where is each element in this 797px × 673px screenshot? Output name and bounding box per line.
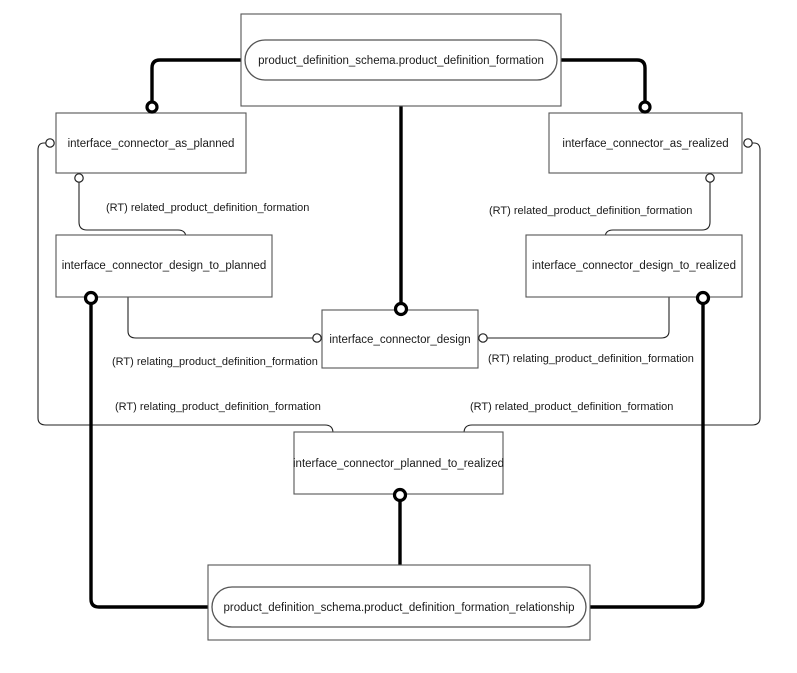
edge-as-realized-to-planned-to-realized bbox=[463, 142, 761, 434]
edge-label-planned-relating-lower: (RT) relating_product_definition_formati… bbox=[115, 401, 321, 413]
node-pd-formation-inner bbox=[244, 39, 558, 81]
edge-label-design-to-planned-relating: (RT) relating_product_definition_formati… bbox=[112, 356, 318, 368]
node-design-to-realized-label: interface_connector_design_to_realized bbox=[532, 260, 736, 272]
circle-planned-to-realized-supertype bbox=[392, 487, 408, 503]
node-pdf-relationship-inner bbox=[211, 586, 587, 628]
edge-design-to-planned-to-pdf-relationship bbox=[89, 303, 208, 609]
node-connector-design-rect bbox=[321, 309, 479, 369]
circle-as-planned-attr bbox=[74, 173, 84, 183]
node-connector-design[interactable]: interface_connector_design bbox=[321, 309, 479, 369]
node-design-to-realized-rect bbox=[525, 234, 743, 298]
circle-as-planned-left-attr bbox=[45, 138, 55, 148]
node-as-planned-label: interface_connector_as_planned bbox=[68, 138, 235, 150]
circle-connector-design-right-attr bbox=[478, 333, 488, 343]
node-as-planned-rect bbox=[55, 112, 247, 174]
edge-label-as-planned-related: (RT) related_product_definition_formatio… bbox=[106, 202, 309, 214]
node-as-planned[interactable]: interface_connector_as_planned bbox=[55, 112, 247, 174]
node-planned-to-realized-label: interface_connector_planned_to_realized bbox=[293, 458, 504, 470]
node-design-to-planned-rect bbox=[55, 234, 273, 298]
node-pdf-relationship-label: product_definition_schema.product_defini… bbox=[224, 602, 575, 614]
circle-as-realized-right-attr bbox=[743, 138, 753, 148]
circle-design-to-realized-supertype bbox=[695, 290, 711, 306]
edge-design-to-planned-to-connector-design bbox=[127, 297, 315, 339]
node-as-realized[interactable]: interface_connector_as_realized bbox=[548, 112, 743, 174]
node-as-realized-label: interface_connector_as_realized bbox=[562, 138, 728, 150]
edge-design-to-realized-to-pdf-relationship bbox=[590, 303, 705, 609]
node-design-to-realized[interactable]: interface_connector_design_to_realized bbox=[525, 234, 743, 298]
node-design-to-planned-label: interface_connector_design_to_planned bbox=[62, 260, 267, 272]
node-pd-formation[interactable]: product_definition_schema.product_defini… bbox=[240, 13, 562, 107]
node-as-realized-rect bbox=[548, 112, 743, 174]
edge-pd-formation-to-as-planned bbox=[150, 58, 241, 107]
node-design-to-planned[interactable]: interface_connector_design_to_planned bbox=[55, 234, 273, 298]
node-connector-design-label: interface_connector_design bbox=[329, 334, 470, 346]
edge-label-realized-related-lower: (RT) related_product_definition_formatio… bbox=[470, 401, 673, 413]
edge-label-design-to-realized-relating: (RT) relating_product_definition_formati… bbox=[488, 353, 694, 365]
edge-design-to-realized-to-connector-design bbox=[485, 297, 670, 339]
circle-as-realized-supertype bbox=[638, 100, 652, 114]
circle-connector-design-supertype bbox=[393, 301, 409, 317]
node-planned-to-realized-rect bbox=[293, 431, 504, 495]
circle-as-planned-supertype bbox=[145, 100, 159, 114]
circle-design-to-planned-supertype bbox=[83, 290, 99, 306]
node-planned-to-realized[interactable]: interface_connector_planned_to_realized bbox=[293, 431, 504, 495]
edge-as-planned-to-planned-to-realized bbox=[37, 142, 334, 434]
node-pd-formation-label: product_definition_schema.product_defini… bbox=[258, 55, 544, 67]
edge-label-as-realized-related: (RT) related_product_definition_formatio… bbox=[489, 205, 692, 217]
circle-connector-design-left-attr bbox=[312, 333, 322, 343]
node-pdf-relationship[interactable]: product_definition_schema.product_defini… bbox=[207, 564, 591, 641]
edge-pd-formation-to-as-realized bbox=[561, 58, 647, 107]
circle-as-realized-attr bbox=[705, 173, 715, 183]
